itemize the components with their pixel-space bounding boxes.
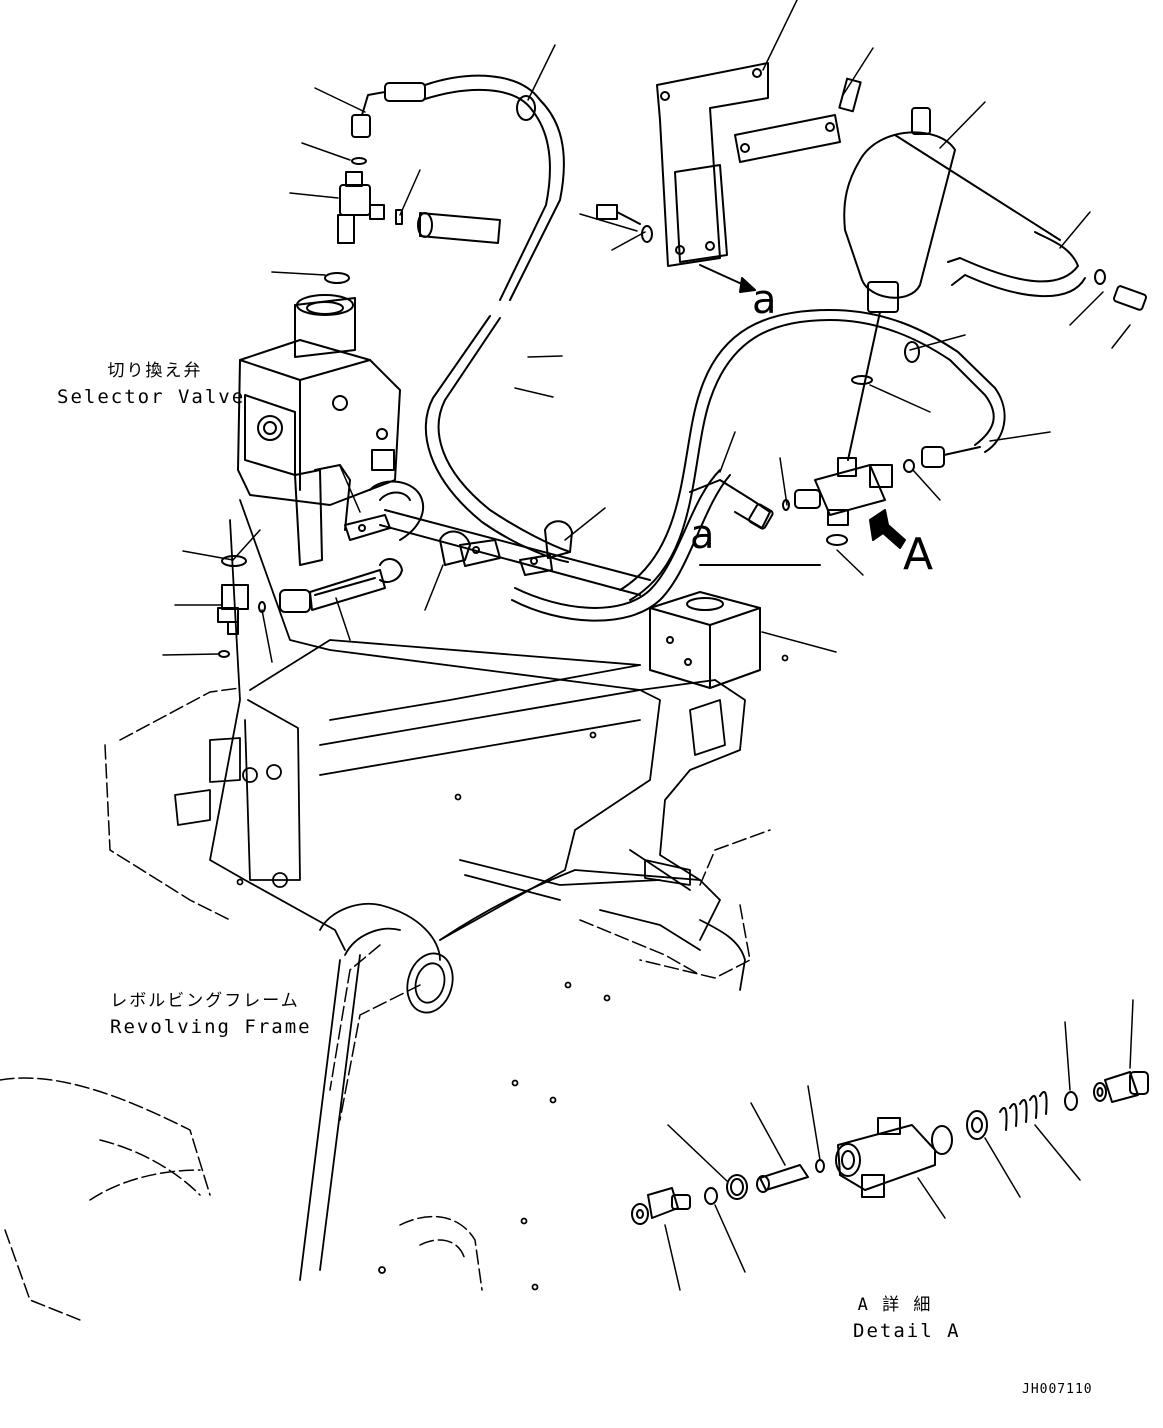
- leader-lines: [162, 0, 1131, 663]
- callout-a-lower: a: [690, 512, 715, 558]
- phantom-outlines: [0, 687, 771, 1321]
- revolving-frame-label-jp: レボルビングフレーム: [110, 991, 300, 1011]
- selector-valve-shape: [237, 294, 401, 506]
- revolving-frame: [174, 499, 789, 1291]
- upper-hose-assembly: [324, 74, 565, 301]
- selector-valve-label-jp: 切り換え弁: [107, 361, 203, 381]
- revolving-frame-label-en: Revolving Frame: [110, 1016, 312, 1038]
- selector-valve-label-en: Selector Valve: [57, 386, 246, 408]
- detail-a-label-en: Detail A: [853, 1320, 961, 1342]
- bracket-assembly: [596, 62, 862, 293]
- detail-a-leaders: [664, 999, 1134, 1291]
- callout-a-upper: a: [752, 277, 777, 323]
- detail-a-label-jp: A 詳 細: [857, 1295, 933, 1315]
- junction-block: [649, 591, 761, 689]
- drawing-code: JH007110: [1022, 1382, 1093, 1397]
- callout-view-a: A: [903, 529, 934, 580]
- detail-a-assembly: [631, 1071, 1149, 1225]
- accumulator: [843, 107, 1147, 461]
- tee-valve: [689, 457, 906, 566]
- lower-pipe-clamps: [217, 464, 651, 658]
- pipe-middle: [511, 309, 1006, 622]
